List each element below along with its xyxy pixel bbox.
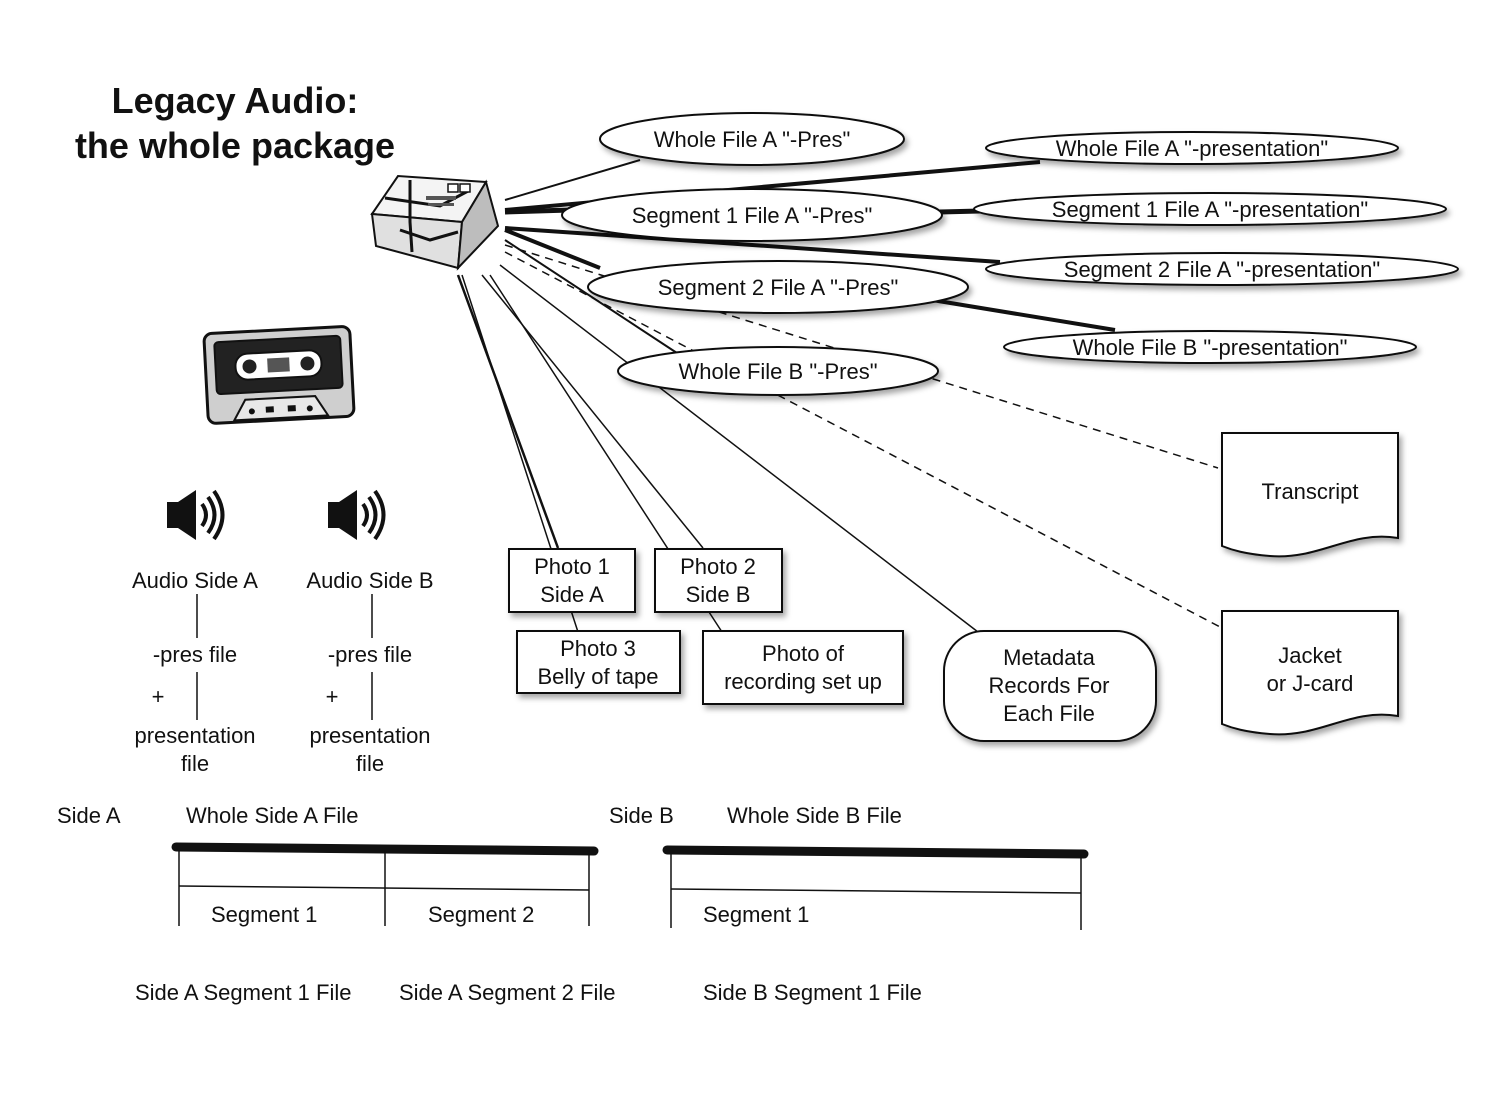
audio-side-connectors	[196, 594, 373, 720]
cassette-tape-icon	[202, 325, 356, 425]
metadata-line2: Records For	[988, 673, 1109, 698]
photo-setup-line2: recording set up	[724, 669, 882, 694]
side-a-segment-1-file: Side A Segment 1 File	[135, 980, 351, 1005]
connector-transcript	[504, 244, 1219, 469]
connector-seg2-a-presentation	[504, 226, 1001, 264]
connector-seg1-a-pres	[504, 207, 571, 215]
transcript-doc	[1221, 432, 1399, 558]
audio-side-a-label: Audio Side A	[132, 568, 258, 593]
photo3-line2: Belly of tape	[537, 664, 658, 689]
label-seg2-a-presentation: Segment 2 File A "-presentation"	[1064, 257, 1380, 282]
oval-seg2-a-pres	[587, 260, 969, 314]
pres-file-ovals	[561, 112, 969, 396]
oval-seg1-a-pres	[561, 188, 943, 242]
connector-whole-a-pres	[504, 159, 641, 201]
label-whole-a-presentation: Whole File A "-presentation"	[1056, 136, 1328, 161]
side-b-segment-1-file: Side B Segment 1 File	[703, 980, 922, 1005]
side-a-segment-1: Segment 1	[211, 902, 317, 927]
audio-side-b-plus: +	[326, 684, 339, 709]
diagram-title: Legacy Audio: the whole package	[40, 78, 430, 168]
label-whole-a-pres: Whole File A "-Pres"	[654, 127, 851, 152]
audio-side-a-presentation-2: file	[181, 751, 209, 776]
side-a-segment-2-file: Side A Segment 2 File	[399, 980, 615, 1005]
oval-seg2-a-presentation	[985, 252, 1459, 286]
transcript-label: Transcript	[1262, 479, 1359, 504]
whole-side-b-bar	[662, 845, 1089, 859]
connector-metadata	[499, 264, 979, 633]
connector-photo2	[481, 274, 704, 549]
photo-setup-line1: Photo of	[762, 641, 845, 666]
side-a-label: Side A	[57, 803, 121, 828]
side-b-segment-1: Segment 1	[703, 902, 809, 927]
photo-boxes	[508, 548, 904, 705]
photo-setup-box	[702, 630, 904, 705]
title-line-1: Legacy Audio:	[111, 80, 359, 121]
photo1-box	[508, 548, 636, 613]
wrapped-package-icon	[370, 174, 500, 271]
connector-seg2-a-pres	[504, 228, 601, 270]
connector-photo1	[456, 274, 560, 549]
audio-side-a-plus: +	[152, 684, 165, 709]
side-b-label: Side B	[609, 803, 674, 828]
connector-seg1-a-presentation	[939, 208, 981, 215]
label-seg2-a-pres: Segment 2 File A "-Pres"	[658, 275, 899, 300]
timeline-side-a	[171, 842, 599, 926]
side-a-segment-2: Segment 2	[428, 902, 534, 927]
photo2-box	[654, 548, 783, 613]
photo2-line2: Side B	[686, 582, 751, 607]
whole-side-a-bar	[171, 842, 599, 856]
audio-side-b-presentation-1: presentation	[309, 723, 430, 748]
oval-whole-b-pres	[617, 346, 939, 396]
photo1-line2: Side A	[540, 582, 604, 607]
connector-whole-b-presentation	[919, 296, 1116, 332]
oval-whole-a-pres	[599, 112, 905, 166]
audio-side-b-label: Audio Side B	[306, 568, 433, 593]
audio-side-b-presentation-2: file	[356, 751, 384, 776]
jacket-doc	[1221, 610, 1399, 736]
photo3-box	[516, 630, 681, 694]
photo3-line1: Photo 3	[560, 636, 636, 661]
document-shapes	[1221, 432, 1399, 736]
connector-jacket	[504, 251, 1223, 629]
label-whole-b-presentation: Whole File B "-presentation"	[1073, 335, 1348, 360]
metadata-line1: Metadata	[1003, 645, 1095, 670]
metadata-box	[943, 630, 1157, 742]
audio-side-a-pres: -pres file	[153, 642, 237, 667]
audio-side-a-presentation-1: presentation	[134, 723, 255, 748]
label-whole-b-pres: Whole File B "-Pres"	[679, 359, 878, 384]
jacket-line1: Jacket	[1278, 643, 1342, 668]
timeline-side-b	[662, 845, 1089, 930]
photo1-line1: Photo 1	[534, 554, 610, 579]
jacket-line2: or J-card	[1267, 671, 1354, 696]
oval-seg1-a-presentation	[973, 192, 1447, 226]
label-seg1-a-pres: Segment 1 File A "-Pres"	[632, 203, 873, 228]
whole-side-a-label: Whole Side A File	[186, 803, 358, 828]
metadata-line3: Each File	[1003, 701, 1095, 726]
presentation-file-ovals	[973, 131, 1459, 364]
speaker-icon	[167, 489, 225, 541]
oval-whole-a-presentation	[985, 131, 1399, 165]
speaker-icon	[328, 489, 386, 541]
oval-whole-b-presentation	[1003, 330, 1417, 364]
label-seg1-a-presentation: Segment 1 File A "-presentation"	[1052, 197, 1368, 222]
photo2-line1: Photo 2	[680, 554, 756, 579]
title-line-2: the whole package	[74, 125, 396, 166]
audio-side-b-pres: -pres file	[328, 642, 412, 667]
whole-side-b-label: Whole Side B File	[727, 803, 902, 828]
